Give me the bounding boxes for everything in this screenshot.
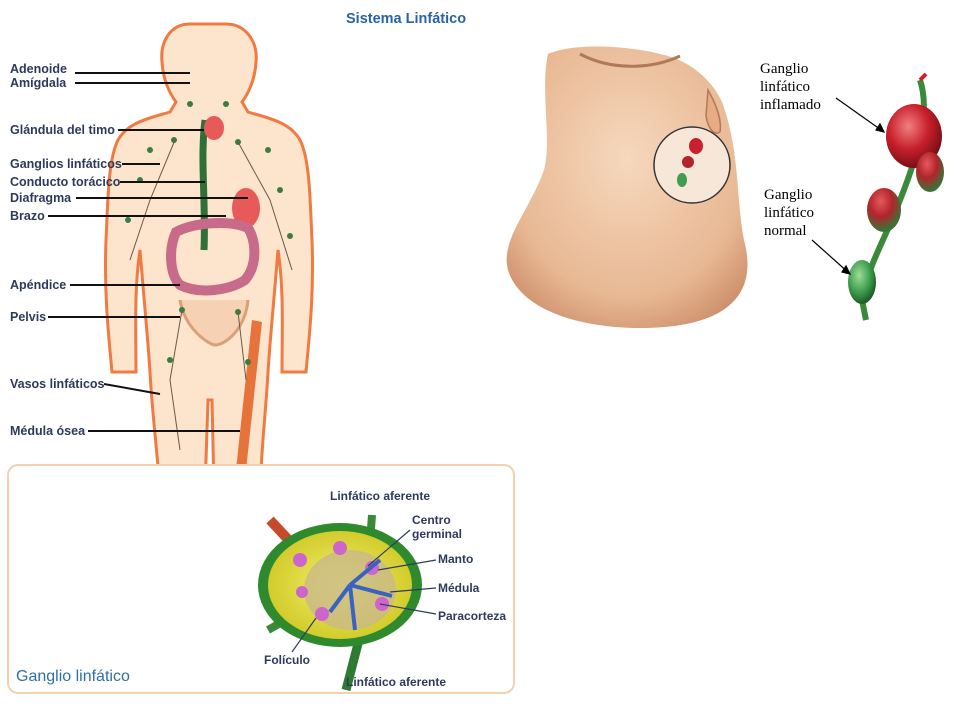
inset-title: Ganglio linfático [16, 668, 130, 685]
label-lymph-vessels: Vasos linfáticos [10, 377, 105, 391]
neck-illustration [506, 46, 748, 328]
label-pelvis: Pelvis [10, 310, 46, 324]
label-medulla: Médula [438, 581, 480, 595]
label-thoracic-duct: Conducto torácico [10, 175, 121, 189]
label-germinal-center-1: Centro [412, 513, 451, 527]
label-inflamed-3: inflamado [760, 97, 821, 113]
label-follicle: Folículo [264, 653, 310, 667]
label-diaphragm: Diafragma [10, 191, 72, 205]
label-adenoid: Adenoide [10, 62, 67, 76]
inset-leader-lines [291, 529, 437, 653]
page-title: Sistema Linfático [346, 11, 466, 27]
body-labels: Adenoide Amígdala Glándula del timo Gang… [10, 62, 122, 438]
label-afferent-bottom: Linfático aferente [346, 675, 446, 689]
label-inflamed-2: linfático [760, 79, 810, 95]
label-thymus: Glándula del timo [10, 123, 115, 137]
body-leader-lines [48, 72, 248, 432]
label-germinal-center-2: germinal [412, 527, 462, 541]
label-appendix: Apéndice [10, 278, 66, 292]
label-normal-3: normal [764, 223, 807, 239]
lymph-node-cross-section [258, 514, 422, 692]
label-afferent-top: Linfático aferente [330, 489, 430, 503]
label-lymph-nodes: Ganglios linfáticos [10, 157, 122, 171]
label-bone-marrow: Médula ósea [10, 424, 86, 438]
label-paracortex: Paracorteza [438, 609, 506, 623]
human-body-illustration [103, 22, 315, 492]
neck-labels: Ganglio linfático inflamado Ganglio linf… [760, 61, 821, 239]
lymph-node-chain [848, 72, 944, 321]
label-normal-1: Ganglio [764, 187, 812, 203]
lymph-node-inset: Ganglio linfático Linfático afe [7, 464, 515, 694]
label-mantle: Manto [438, 552, 473, 566]
label-inflamed-1: Ganglio [760, 61, 808, 77]
label-normal-2: linfático [764, 205, 814, 221]
label-tonsil: Amígdala [10, 76, 67, 90]
neck-leader-lines [811, 97, 886, 275]
label-arm: Brazo [10, 209, 45, 223]
